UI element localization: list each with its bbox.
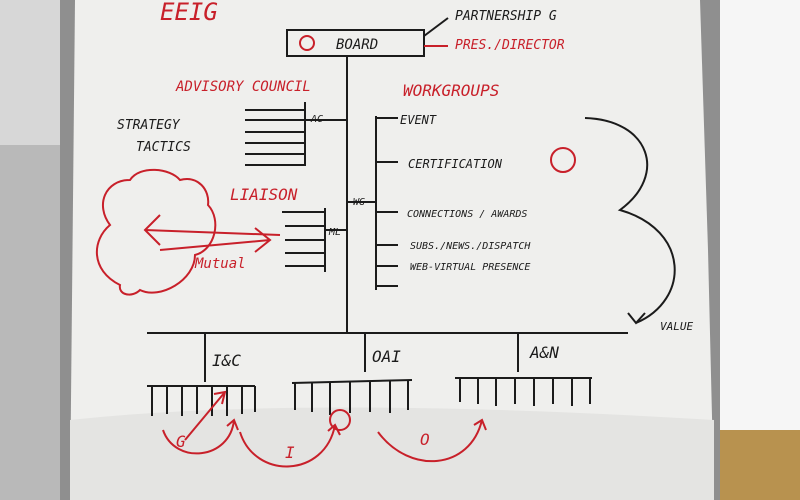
board-side-1: PARTNERSHIP G [455,9,557,24]
red-cloud [96,168,217,296]
red-loop-g [162,418,239,455]
i-label: I [285,443,295,462]
bottom-right-label: VALUE [660,320,693,333]
ac-lines [245,109,305,166]
workgroups-label: WORKGROUPS [403,81,499,100]
wg-label: WG [353,197,365,208]
ml-lines [282,211,325,267]
mutual-label: Mutual [194,256,246,272]
comb-an [455,377,592,406]
connections-label: CONNECTIONS / AWARDS [407,209,527,220]
comb-oai [291,379,413,415]
ic-label: I&C [212,351,241,370]
red-arrow-left [143,214,281,246]
wg-lines [376,117,398,287]
subs-label: SUBS./NEWS./DISPATCH [410,241,531,252]
ac-label: AC [310,114,323,125]
red-small-smiley-icon [329,409,351,431]
flipchart-paper [70,0,714,500]
o-label: O [420,430,430,449]
red-arrow-right [159,227,272,253]
red-loop-o [377,418,487,463]
oai-label: OAI [372,347,401,366]
wood-ledge [718,430,800,500]
board-label: BOARD [336,37,378,53]
web-label: WEB-VIRTUAL PRESENCE [410,262,530,273]
strategy-label: STRATEGY [117,118,181,133]
board-box [286,29,425,57]
tactics-label: TACTICS [136,140,191,155]
smiley-icon [299,35,315,51]
red-arrow-ic [184,390,227,441]
ml-label: ML [328,227,341,238]
board-link-1 [423,17,449,37]
certification-label: CERTIFICATION [408,157,503,171]
event-label: EVENT [400,113,437,127]
g-label: G [176,432,186,451]
red-loop-i [239,423,341,468]
board-side-2: PRES./DIRECTOR [455,38,565,53]
window-light [705,0,800,445]
liaison-label: LIAISON [230,185,298,204]
title-text: EEIG [160,0,218,26]
comb-ic [147,385,256,416]
curved-arrow [584,117,676,325]
bottom-drops [204,333,519,382]
paper-shadow [70,407,714,500]
advisory-council-label: ADVISORY COUNCIL [175,79,311,95]
an-label: A&N [529,343,559,362]
red-smiley-icon [550,147,576,173]
